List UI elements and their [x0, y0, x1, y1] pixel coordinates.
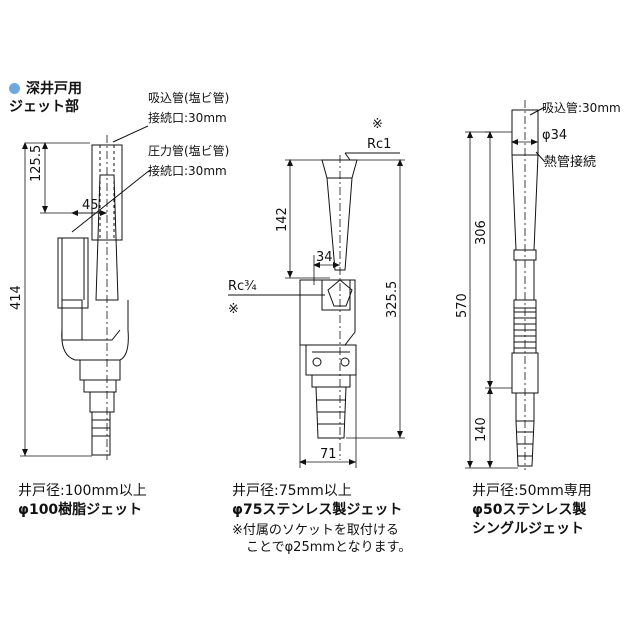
- left-pressure-conn: 接続口:30mm: [148, 163, 227, 178]
- right-dim-570: 570: [455, 293, 470, 318]
- middle-rc1: Rc1: [367, 137, 391, 152]
- right-suction-conn: 吸込管:30mm: [542, 100, 621, 115]
- right-caption-line2: φ50ステンレス製: [472, 502, 587, 518]
- middle-dim-142: 142: [275, 207, 290, 232]
- middle-caption: 井戸径:75mm以上 φ75ステンレス製ジェット: [232, 482, 402, 520]
- left-suction-conn: 接続口:30mm: [148, 110, 227, 125]
- right-phi34: φ34: [542, 128, 567, 143]
- middle-note-mark: ※: [372, 117, 383, 132]
- left-dim-414: 414: [9, 285, 24, 310]
- left-caption-line2: φ100樹脂ジェット: [18, 502, 143, 518]
- middle-note-line2: ことでφ25mmとなります。: [246, 540, 412, 555]
- left-dim-125: 125.5: [29, 145, 44, 182]
- right-caption-line1: 井戸径:50mm専用: [472, 483, 592, 499]
- middle-caption-line2: φ75ステンレス製ジェット: [232, 502, 403, 518]
- middle-jet-drawing: [228, 152, 405, 468]
- middle-rc34: Rc¾: [228, 279, 257, 294]
- left-caption-line1: 井戸径:100mm以上: [18, 483, 147, 499]
- middle-note-mark2: ※: [228, 302, 239, 317]
- left-jet-drawing: [20, 125, 151, 460]
- middle-note: ※付属のソケットを取付ける ことでφ25mmとなります。: [232, 522, 411, 556]
- middle-dim-71: 71: [320, 447, 337, 462]
- middle-caption-line1: 井戸径:75mm以上: [232, 483, 352, 499]
- right-jet-drawing: [465, 100, 546, 470]
- middle-dim-325: 325.5: [385, 281, 400, 318]
- left-suction-label: 吸込管(塩ビ管): [148, 90, 229, 105]
- right-dim-140: 140: [474, 417, 489, 442]
- middle-labels: ※ Rc1 Rc¾ ※ 34 71 142 325.5: [228, 117, 400, 462]
- header-line2: ジェット部: [9, 99, 79, 115]
- right-dim-306: 306: [474, 220, 489, 245]
- section-header: 深井戸用 ジェット部: [9, 80, 82, 116]
- left-pressure-label: 圧力管(塩ビ管): [148, 143, 229, 158]
- middle-note-line1: ※付属のソケットを取付ける: [232, 523, 399, 538]
- right-heat: 熱管接続: [544, 154, 596, 170]
- middle-dim-34: 34: [316, 250, 333, 265]
- right-caption: 井戸径:50mm専用 φ50ステンレス製 シングルジェット: [472, 482, 592, 539]
- left-labels: 吸込管(塩ビ管) 接続口:30mm 圧力管(塩ビ管) 接続口:30mm 45 1…: [9, 90, 229, 310]
- bullet-dot-icon: [9, 83, 20, 94]
- left-dim-45: 45: [82, 198, 99, 213]
- right-labels: 吸込管:30mm φ34 熱管接続 306 570 140: [455, 100, 621, 442]
- left-caption: 井戸径:100mm以上 φ100樹脂ジェット: [18, 482, 147, 520]
- header-line1: 深井戸用: [26, 81, 82, 97]
- right-caption-line3: シングルジェット: [472, 521, 584, 537]
